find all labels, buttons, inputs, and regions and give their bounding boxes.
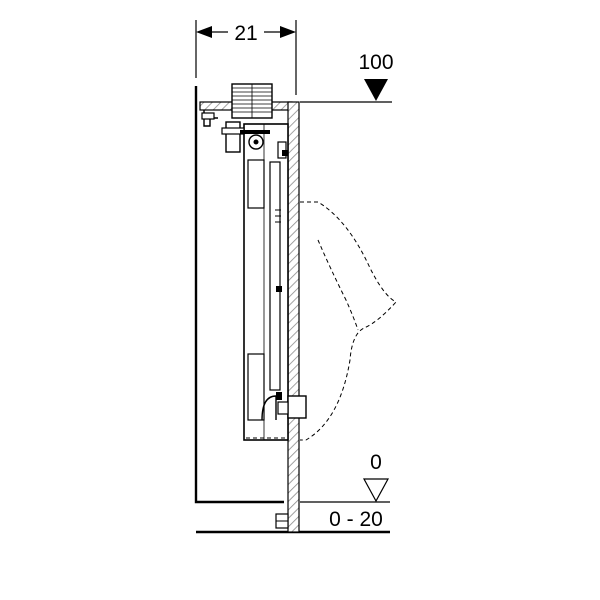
supply-valve-assembly bbox=[221, 121, 288, 159]
urinal-fixture-inner bbox=[317, 239, 359, 331]
rear-wall-outline bbox=[194, 86, 284, 504]
floor-level-label: 0 bbox=[370, 451, 382, 474]
top-level-label: 100 bbox=[358, 51, 393, 74]
width-dimension: 21 bbox=[195, 20, 297, 95]
top-bar-bolt bbox=[201, 112, 215, 120]
urinal-fixture-outline bbox=[300, 201, 397, 441]
top-level-triangle-icon bbox=[364, 79, 388, 101]
frame-upper-block bbox=[247, 159, 265, 209]
foot-bracket bbox=[275, 513, 289, 529]
frame-inner-rail bbox=[269, 161, 281, 391]
floor-range-label: 0 - 20 bbox=[329, 508, 383, 531]
floor-level-marker: 0 bbox=[300, 451, 390, 503]
outlet-assembly bbox=[276, 392, 307, 419]
ribbed-cap bbox=[231, 83, 273, 119]
drain-bend bbox=[261, 395, 277, 421]
floor-level-triangle-icon bbox=[362, 478, 390, 503]
front-panel-wall bbox=[287, 101, 300, 533]
frame-lower-block bbox=[247, 353, 265, 421]
installation-frame bbox=[243, 123, 289, 441]
width-arrow-left-icon bbox=[196, 26, 212, 38]
width-dimension-label: 21 bbox=[234, 22, 257, 45]
width-arrow-right-icon bbox=[280, 26, 296, 38]
top-level-marker: 100 bbox=[300, 51, 394, 103]
